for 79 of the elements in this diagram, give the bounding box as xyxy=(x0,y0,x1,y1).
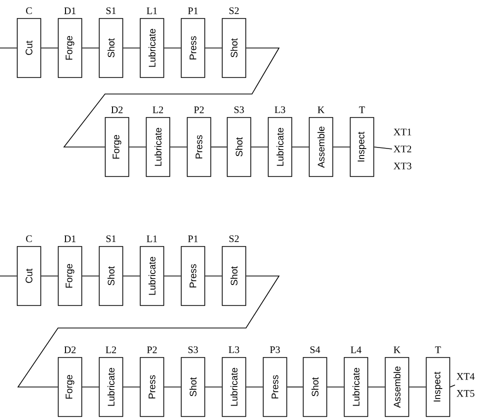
connector-line xyxy=(82,386,100,388)
process-box: Press xyxy=(180,246,206,306)
station-code: P2 xyxy=(194,106,204,114)
process-box: Inspect xyxy=(350,117,374,177)
process-box: Press xyxy=(140,357,164,417)
connector-line xyxy=(408,386,426,388)
terminal-label: XT4 XT5 xyxy=(456,373,475,397)
station-code: S2 xyxy=(229,235,239,242)
station-code: S3 xyxy=(234,106,244,114)
station-code: K xyxy=(394,346,400,354)
process-box: Lubricate xyxy=(222,357,246,417)
process-box: Assemble xyxy=(308,117,334,177)
station-code: S1 xyxy=(106,235,116,242)
connector-line xyxy=(332,146,350,148)
process-box: Cut xyxy=(16,18,42,78)
connector-line xyxy=(292,146,310,148)
connector-line xyxy=(374,146,392,150)
station-code: D2 xyxy=(64,346,76,354)
process-box: Lubricate xyxy=(146,117,170,177)
process-box: Lubricate xyxy=(268,117,292,177)
connector-line xyxy=(286,386,304,388)
process-box: Shot xyxy=(98,246,124,306)
station-code: D1 xyxy=(64,7,76,14)
connector-line xyxy=(204,386,222,388)
station-code: C xyxy=(26,7,32,14)
process-box: Cut xyxy=(16,246,42,306)
connector-line xyxy=(122,386,140,388)
station-code: S3 xyxy=(188,346,198,354)
station-code: T xyxy=(435,346,441,354)
station-code: S1 xyxy=(106,7,116,14)
terminal-label: XT1 XT2 XT3 xyxy=(394,128,412,170)
station-code: S2 xyxy=(229,7,239,14)
process-box: Assemble xyxy=(384,357,410,417)
process-box: Forge xyxy=(58,357,82,417)
process-box: Inspect xyxy=(426,357,450,417)
station-code: L2 xyxy=(152,106,164,114)
process-box: Shot xyxy=(226,117,252,177)
station-code: P2 xyxy=(147,346,157,354)
process-box: Shot xyxy=(302,357,328,417)
station-code: L1 xyxy=(146,235,157,242)
connector-line xyxy=(326,386,344,388)
process-box: Shot xyxy=(222,18,246,78)
connector-line xyxy=(246,386,264,388)
station-code: P3 xyxy=(270,346,280,354)
station-code: L1 xyxy=(146,8,157,14)
process-box: Lubricate xyxy=(344,357,368,417)
process-box: Forge xyxy=(58,18,82,78)
station-code: P1 xyxy=(188,235,198,242)
station-code: D1 xyxy=(64,235,76,242)
process-box: Lubricate xyxy=(140,18,164,78)
process-box: Forge xyxy=(104,117,130,177)
station-code: L2 xyxy=(106,346,116,354)
connector-line xyxy=(63,48,280,148)
process-box: Press xyxy=(186,117,212,177)
station-code: T xyxy=(359,106,365,114)
process-box: Shot xyxy=(180,357,206,417)
station-code: L3 xyxy=(274,106,286,114)
station-code: L3 xyxy=(228,346,240,354)
connector-line xyxy=(128,146,146,148)
connector-line xyxy=(450,384,456,388)
process-box: Forge xyxy=(58,246,82,306)
station-code: S4 xyxy=(310,346,320,354)
connector-line xyxy=(17,276,280,388)
process-box: Lubricate xyxy=(98,357,124,417)
station-code: L4 xyxy=(350,346,362,354)
process-box: Shot xyxy=(98,18,124,78)
station-code: P1 xyxy=(188,8,198,14)
station-code: K xyxy=(318,106,324,114)
station-code: D2 xyxy=(111,106,123,114)
connector-line xyxy=(368,386,386,388)
process-box: Press xyxy=(262,357,288,417)
station-code: C xyxy=(26,235,32,242)
connector-line xyxy=(210,146,228,148)
connector-line xyxy=(170,146,188,148)
connector-line xyxy=(250,146,268,148)
process-box: Lubricate xyxy=(140,246,164,306)
connector-line xyxy=(164,386,182,388)
process-box: Press xyxy=(180,18,206,78)
process-box: Shot xyxy=(222,246,246,306)
